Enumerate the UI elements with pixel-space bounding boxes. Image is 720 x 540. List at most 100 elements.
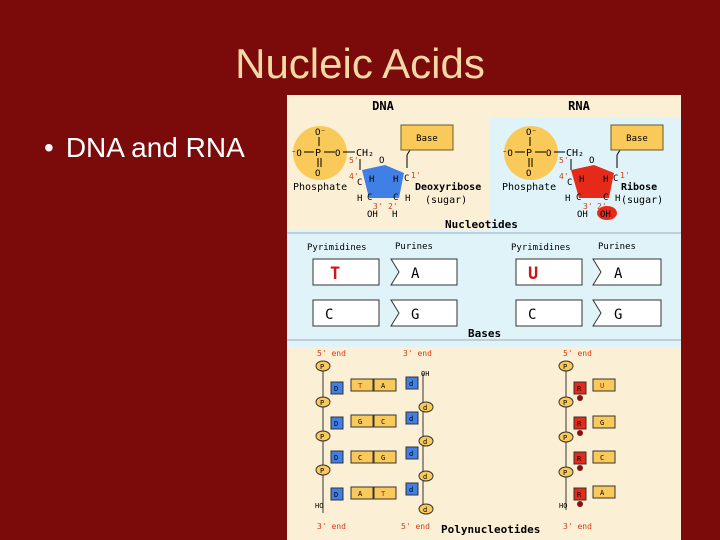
phosphate-label: Phosphate — [502, 182, 556, 193]
rna-header: RNA — [568, 99, 590, 113]
d-small-label: d — [409, 380, 413, 388]
base-c-shape — [515, 299, 583, 327]
c1-label: C — [404, 174, 409, 184]
dna-pyrimidines-label: Pyrimidines — [307, 243, 367, 253]
oh-label: OH — [367, 210, 378, 220]
d-small-label: d — [423, 473, 427, 481]
phosphate-node — [418, 470, 434, 482]
slide-title: Nucleic Acids — [235, 40, 485, 87]
ribose-2prime-oh-highlight — [597, 206, 617, 220]
p-label: P — [320, 433, 324, 441]
c2-label: C — [603, 193, 608, 203]
dna-polynucleotide-panel — [287, 347, 490, 540]
dna-header-band — [287, 95, 490, 117]
ho-label: HO — [315, 502, 323, 510]
phosphate-o-double: O — [526, 169, 531, 179]
base-shapes: T A U A C G C G — [312, 258, 662, 327]
one-prime-label: 1' — [411, 171, 421, 180]
phosphate-label: Phosphate — [293, 182, 347, 193]
sugar-node — [573, 381, 587, 395]
three-end-label: 3' end — [403, 349, 432, 358]
sugar-node — [330, 450, 344, 464]
base-pair-left — [350, 414, 374, 428]
base-a-letter: A — [411, 266, 420, 282]
ring-oxygen: O — [379, 156, 384, 166]
deoxyribose-sugar — [362, 165, 404, 198]
r-label: R — [577, 491, 582, 499]
base-node — [592, 450, 616, 464]
four-prime-label: 4' — [559, 172, 569, 181]
dna-nucleotide: O⁻ ⁻O P O O CH₂ 5' O 4' C H H C 1' Base … — [291, 124, 481, 220]
base-pair-right — [373, 378, 397, 392]
rna-header-band — [490, 95, 681, 117]
phosphate-minus-o: ⁻O — [502, 149, 513, 159]
phosphate-node — [558, 431, 574, 443]
g-label: G — [381, 454, 385, 462]
sugar-node — [405, 482, 419, 496]
h-label: H — [393, 175, 398, 185]
ring-oxygen: O — [589, 156, 594, 166]
d-label: D — [334, 420, 338, 428]
base-a-shape — [390, 258, 458, 286]
t-label: T — [381, 490, 386, 498]
base-g-shape — [592, 299, 662, 327]
sugar-node — [573, 487, 587, 501]
d-small-label: d — [409, 486, 413, 494]
phosphate-p: P — [526, 148, 532, 159]
base-node — [592, 378, 616, 392]
phosphate-node — [315, 464, 331, 476]
base-pair-left — [350, 450, 374, 464]
four-prime-label: 4' — [349, 172, 359, 181]
phosphate-node — [315, 360, 331, 372]
sugar-label: (sugar) — [425, 195, 467, 206]
base-u-shape — [515, 258, 583, 286]
bases-label: Bases — [468, 327, 501, 340]
r-label: R — [577, 385, 582, 393]
d-label: D — [334, 385, 338, 393]
h-label: H — [603, 175, 608, 185]
base-node — [592, 485, 616, 499]
deoxyribose-label: Deoxyribose — [415, 181, 481, 193]
p-label: P — [563, 399, 567, 407]
phosphate-o-double: O — [315, 169, 320, 179]
base-box — [610, 124, 664, 151]
nucleic-acid-figure: DNA RNA O⁻ ⁻O P O O CH₂ 5' O 4' C H H C … — [287, 95, 681, 540]
h-label: H — [579, 175, 584, 185]
two-prime-label: 2' — [597, 202, 607, 211]
base-box — [400, 124, 454, 151]
h-label: H — [357, 194, 362, 204]
r-label: R — [577, 455, 582, 463]
ribose-sugar — [571, 165, 614, 198]
p-label: P — [320, 467, 324, 475]
polynucleotides-label: Polynucleotides — [441, 523, 540, 536]
c3-label: C — [576, 193, 581, 203]
oh-label: OH — [600, 210, 611, 220]
phosphate-node — [418, 503, 434, 515]
c3-label: C — [367, 193, 372, 203]
oh-dot — [577, 395, 583, 401]
rna-nucleotide: O⁻ ⁻O P O O CH₂ 5' O 4' C H H C 1' Base … — [502, 124, 664, 220]
c1-label: C — [613, 174, 618, 184]
dna-purines-label: Purines — [395, 242, 433, 252]
phosphate-group — [293, 126, 347, 180]
base-node — [592, 415, 616, 429]
d-small-label: d — [409, 415, 413, 423]
oh-label: OH — [421, 370, 429, 378]
phosphate-node — [418, 401, 434, 413]
c2-label: C — [393, 193, 398, 203]
nucleotides-label: Nucleotides — [445, 218, 518, 231]
h-label: H — [565, 194, 570, 204]
phosphate-p: P — [315, 148, 321, 159]
r-label: R — [577, 420, 582, 428]
phosphate-minus-o: ⁻O — [291, 149, 302, 159]
phosphate-node — [315, 430, 331, 442]
bullet-marker: • — [44, 132, 54, 163]
g-label: G — [358, 418, 362, 426]
base-pair-left — [350, 378, 374, 392]
p-label: P — [320, 363, 324, 371]
two-prime-label: 2' — [388, 202, 398, 211]
dna-base-pairs: T A G C C G A T — [350, 378, 397, 500]
phosphate-o-minus: O⁻ — [315, 128, 326, 138]
p-label: P — [563, 363, 567, 371]
sugar-node — [330, 487, 344, 501]
